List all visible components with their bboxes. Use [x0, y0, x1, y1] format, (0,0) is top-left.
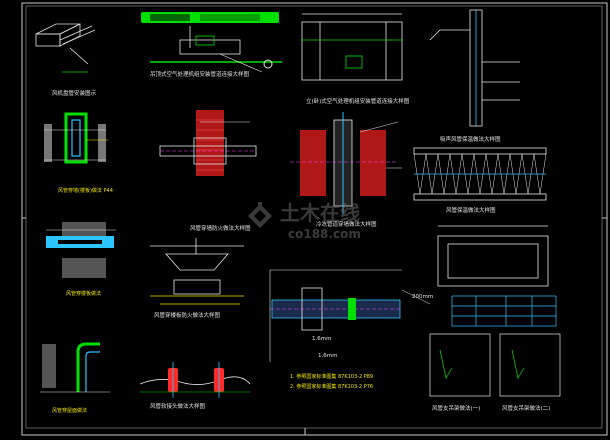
caption-3: 立(卧)式空气处理机组安装管道连接大样图	[306, 97, 410, 105]
detail-small-frames	[429, 333, 561, 397]
caption-6: 风管穿墙防火做法大样图	[190, 224, 251, 232]
caption-5: 风管穿墙(楼板)做法 P44	[58, 187, 113, 194]
watermark-cn: 土木在线	[280, 201, 360, 225]
caption-8: 吸声风管保温做法大样图	[440, 135, 501, 143]
caption-2: 吊顶式空气处理机组安装管道连接大样图	[150, 70, 250, 78]
caption-13: 风管穿屋面做法	[52, 407, 87, 414]
detail-flexible-pipe	[139, 362, 251, 398]
detail-duct-box	[35, 23, 96, 73]
caption-7: 冷冻管道穿墙做法大样图	[316, 220, 377, 228]
watermark-logo-icon	[248, 202, 272, 228]
detail-pipe-through-wall	[159, 110, 257, 176]
detail-insulated-duct	[413, 147, 547, 201]
detail-fan-coil	[141, 12, 282, 73]
detail-frame-structure	[301, 13, 403, 81]
watermark: 土木在线 co188.com	[248, 201, 361, 241]
detail-cyan-bracket	[46, 222, 116, 278]
caption-1: 风机盘管安装图示	[52, 89, 97, 97]
detail-wall-section	[429, 9, 520, 127]
detail-green-bracket	[44, 112, 108, 164]
detail-horizontal-pipe	[269, 269, 431, 362]
detail-hood	[150, 238, 244, 305]
outer-frame	[21, 2, 608, 436]
caption-15b: 风管支吊架做法(二)	[502, 404, 550, 412]
caption-14: 风管软接头做法大样图	[150, 402, 206, 410]
caption-10: 风管穿楼板防火做法大样图	[154, 311, 221, 319]
watermark-en: co188.com	[288, 227, 361, 241]
note-line-1: 1. 参照国家标准图集 87K103-2 P89	[290, 373, 373, 380]
detail-access-panel	[437, 225, 549, 287]
dim-label-200: 200mm	[412, 294, 433, 300]
dim-label-b: 1.6mm	[318, 353, 337, 359]
detail-green-elbow	[40, 342, 110, 393]
caption-15a: 风管支吊架做法(一)	[432, 404, 480, 412]
caption-9: 风管穿楼板做法	[66, 290, 101, 297]
inner-frame	[25, 5, 603, 429]
note-line-2: 2. 参照国家标准图集 87K103-2 P76	[290, 383, 373, 390]
caption-8b: 风管保温做法大样图	[446, 206, 496, 214]
detail-vertical-pipe	[290, 112, 402, 214]
dim-label-a: 1.6mm	[312, 336, 331, 342]
detail-table	[451, 295, 557, 327]
